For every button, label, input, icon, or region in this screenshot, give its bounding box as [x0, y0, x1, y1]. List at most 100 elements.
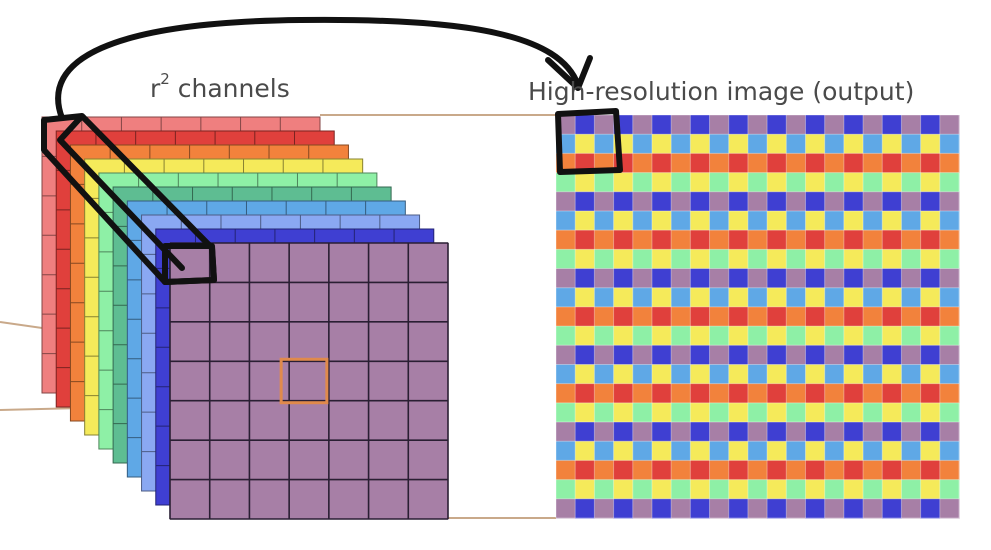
output-pixel — [843, 441, 864, 461]
output-pixel — [613, 422, 634, 442]
output-pixel — [920, 422, 941, 442]
curved-arrow — [55, 16, 581, 121]
output-pixel — [767, 268, 787, 289]
output-pixel — [863, 402, 883, 423]
output-pixel — [690, 441, 711, 461]
output-pixel — [824, 306, 845, 327]
output-pixel — [632, 498, 653, 519]
output-pixel — [747, 345, 768, 365]
output-pixel — [882, 383, 902, 404]
output-pixel — [728, 172, 749, 193]
output-pixel — [882, 422, 902, 442]
output-pixel — [671, 479, 691, 500]
output-pixel — [709, 134, 730, 154]
output-pixel — [901, 306, 922, 327]
output-pixel — [882, 172, 902, 193]
output-pixel — [709, 326, 730, 346]
output-pixel — [901, 422, 922, 442]
output-pixel — [747, 230, 768, 250]
output-pixel — [747, 287, 768, 308]
output-pixel — [901, 268, 922, 289]
output-pixel — [690, 249, 711, 270]
output-pixel — [556, 249, 576, 270]
output-pixel — [651, 364, 672, 385]
output-pixel — [613, 383, 634, 404]
output-pixel — [728, 402, 749, 423]
output-pixel — [709, 441, 730, 461]
output-pixel — [632, 268, 653, 289]
output-pixel — [786, 230, 806, 250]
output-pixel — [939, 383, 960, 404]
output-pixel — [939, 115, 960, 135]
output-pixel — [863, 172, 883, 193]
output-pixel — [671, 268, 691, 289]
output-pixel — [728, 230, 749, 250]
output-pixel — [709, 191, 730, 212]
output-pixel — [651, 287, 672, 308]
output-pixel — [747, 249, 768, 270]
output-pixel — [805, 479, 826, 500]
output-pixel — [747, 441, 768, 461]
output-pixel — [613, 210, 634, 231]
output-pixel — [594, 441, 615, 461]
output-pixel — [824, 498, 845, 519]
output-pixel — [939, 364, 960, 385]
column-end-box — [162, 243, 217, 285]
output-pixel — [709, 287, 730, 308]
output-pixel — [824, 115, 845, 135]
output-pixel — [805, 249, 826, 270]
output-pixel — [824, 134, 845, 154]
output-pixel — [651, 249, 672, 270]
output-pixel — [920, 364, 941, 385]
output-pixel — [613, 345, 634, 365]
output-pixel — [594, 460, 615, 481]
output-pixel — [901, 172, 922, 193]
output-pixel — [901, 134, 922, 154]
output-pixel — [594, 249, 615, 270]
output-pixel — [556, 345, 576, 365]
output-pixel — [939, 210, 960, 231]
output-pixel — [920, 498, 941, 519]
output-pixel — [786, 326, 806, 346]
output-pixel — [632, 115, 653, 135]
output-pixel — [882, 364, 902, 385]
output-pixel — [709, 249, 730, 270]
output-pixel — [939, 422, 960, 442]
output-pixel — [556, 498, 576, 519]
output-pixel — [863, 210, 883, 231]
output-pixel — [709, 230, 730, 250]
output-pixel — [901, 498, 922, 519]
output-pixel — [843, 326, 864, 346]
output-pixel — [767, 345, 787, 365]
output-pixel — [824, 441, 845, 461]
output-pixel — [709, 115, 730, 135]
output-pixel — [843, 268, 864, 289]
output-pixel — [632, 479, 653, 500]
output-pixel — [824, 383, 845, 404]
output-pixel — [882, 402, 902, 423]
output-pixel — [805, 153, 826, 174]
output-pixel — [690, 230, 711, 250]
output-pixel — [747, 326, 768, 346]
output-pixel — [863, 345, 883, 365]
channels-label-exponent: 2 — [160, 70, 170, 88]
output-pixel — [786, 287, 806, 308]
output-image-label: High-resolution image (output) — [528, 77, 915, 106]
output-pixel — [728, 364, 749, 385]
output-pixel — [594, 479, 615, 500]
output-pixel — [651, 441, 672, 461]
output-pixel — [575, 441, 595, 461]
output-pixel — [843, 210, 864, 231]
output-pixel — [786, 115, 806, 135]
output-pixel — [901, 191, 922, 212]
output-pixel — [786, 364, 806, 385]
output-pixel — [939, 249, 960, 270]
output-pixel — [594, 172, 615, 193]
output-pixel — [556, 210, 576, 231]
output-pixel — [920, 383, 941, 404]
output-pixel — [632, 326, 653, 346]
output-pixel — [651, 345, 672, 365]
output-pixel — [786, 249, 806, 270]
output-pixel — [575, 383, 595, 404]
output-pixel — [651, 402, 672, 423]
